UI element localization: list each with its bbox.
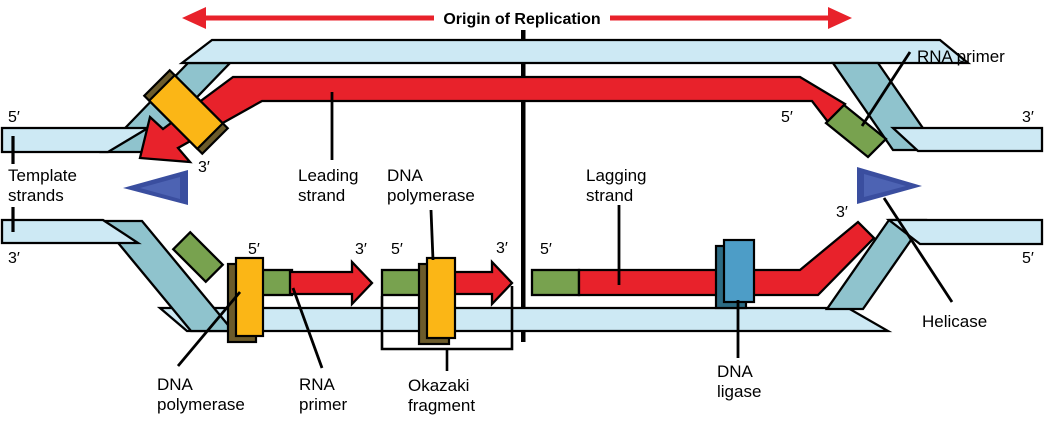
rna-primer-bottom-leader [291, 287, 324, 369]
new-dna-fragment-c [577, 220, 876, 297]
dna-ligase-label-2: ligase [717, 382, 761, 401]
end-label-3-top-right: 3′ [1022, 109, 1034, 126]
okazaki-fragment-a [226, 256, 374, 344]
rna-primer-leading [824, 103, 888, 159]
end-label-5-top-left: 5′ [8, 109, 20, 126]
rna-primer-fragment-c [530, 268, 581, 297]
origin-arrow-left-head [182, 7, 206, 29]
okazaki-bracket [380, 286, 514, 371]
dna-polymerase-bottom-label-1: DNA [157, 375, 194, 394]
helicase-label: Helicase [922, 312, 987, 331]
polymerase-body [147, 73, 225, 151]
leading-strand-label-1: Leading [298, 166, 359, 185]
lagging-strand-label-2: strand [586, 186, 633, 205]
bottom-strand-main [156, 306, 893, 333]
dna-polymerase-top-label-1: DNA [387, 166, 424, 185]
template-strand-bottom [0, 218, 1044, 333]
bottom-strand-left-arm [0, 218, 142, 245]
okazaki-fragment-b [380, 256, 514, 346]
top-strand-right-arm [890, 126, 1044, 153]
okazaki-fragment-c [530, 220, 876, 310]
dna-polymerase-top-leader [429, 209, 435, 261]
end-label-3-fragment-b: 3′ [496, 240, 508, 257]
end-label-5-fragment-b: 5′ [391, 241, 403, 258]
helicase-right-inner [864, 174, 906, 197]
dna-ligase-label-1: DNA [717, 362, 754, 381]
rna-primer-bottom-label-2: primer [299, 395, 348, 414]
origin-divider-line [521, 30, 526, 342]
origin-of-replication-label: Origin of Replication [443, 11, 600, 28]
dna-polymerase-bottom-label-2: polymerase [157, 395, 245, 414]
dna-polymerase-fragment-a [234, 256, 265, 338]
helicase-leader [882, 197, 954, 303]
dna-polymerase-top-label-2: polymerase [387, 186, 475, 205]
end-label-3-bottom-left: 3′ [8, 250, 20, 267]
end-label-5-leading: 5′ [781, 109, 793, 126]
top-strand-main [178, 38, 972, 65]
rna-primer-incoming-body [171, 230, 225, 284]
template-strands-label-1: Template [8, 166, 77, 185]
rna-primer-incoming [171, 230, 225, 284]
dna-polymerase-leading [142, 68, 230, 156]
template-strand-top [0, 38, 1044, 154]
leading-strand-label-2: strand [298, 186, 345, 205]
dna-polymerase-fragment-b [425, 256, 457, 340]
rna-primer-bottom-label-1: RNA [299, 375, 336, 394]
origin-arrow-right-head [828, 7, 852, 29]
new-dna-fragment-a [288, 259, 374, 307]
leading-strand [138, 75, 847, 164]
rna-primer-top-leader [860, 51, 912, 127]
lagging-strand-label-1: Lagging [586, 166, 647, 185]
dna-polymerase-bottom-leader [176, 291, 242, 367]
end-label-3-fragment-a: 3′ [355, 241, 367, 258]
helicase-right [857, 167, 922, 204]
helicase-left [123, 170, 188, 205]
dna-ligase-body [722, 238, 756, 304]
okazaki-fragment-label-2: fragment [408, 396, 475, 415]
rna-primer-top-label: RNA primer [917, 47, 1005, 66]
okazaki-fragment-label-1: Okazaki [408, 376, 469, 395]
end-label-5-bottom-right: 5′ [1022, 250, 1034, 267]
rna-primer-fragment-a [260, 268, 294, 297]
end-label-3-lagging-fork: 3′ [836, 204, 848, 221]
end-label-5-fragment-c: 5′ [540, 241, 552, 258]
helicase-left-inner [140, 177, 180, 199]
template-strands-label-2: strands [8, 186, 64, 205]
end-label-3-leading: 3′ [198, 159, 210, 176]
origin-of-replication-span: Origin of Replication [182, 7, 852, 29]
top-strand-left-arm [0, 126, 153, 154]
end-label-5-fragment-a: 5′ [248, 241, 260, 258]
